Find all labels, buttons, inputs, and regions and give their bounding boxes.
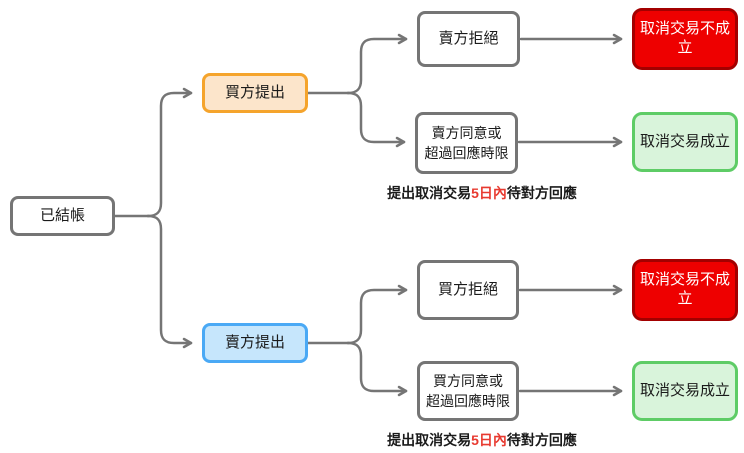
connector-seller-propose-to-buyer-agree: [346, 341, 408, 397]
node-label: 賣方拒絕: [438, 29, 499, 47]
node-label: 取消交易成立: [639, 132, 730, 150]
connector-seller-propose-to-buyer-reject: [346, 284, 408, 345]
node-label: 取消交易不成立: [639, 271, 730, 307]
node-seller-reject: 賣方拒絕: [417, 11, 520, 67]
node-label: 買方拒絕: [437, 280, 498, 298]
node-root-settled: 已結帳: [10, 196, 115, 236]
node-label-line1: 賣方同意或: [431, 124, 502, 141]
node-cancel-success-top: 取消交易成立: [632, 112, 738, 172]
connector-root-to-seller-propose: [146, 214, 193, 349]
note-prefix: 提出取消交易: [387, 185, 472, 201]
node-label: 取消交易不成立: [639, 20, 730, 56]
node-label-line1: 買方同意或: [433, 372, 503, 389]
node-label-line2: 超過回應時限: [426, 393, 510, 409]
node-cancel-success-bottom: 取消交易成立: [632, 361, 738, 421]
note-highlight: 5日內: [471, 432, 507, 448]
note-highlight: 5日內: [471, 185, 507, 201]
node-cancel-fail-top: 取消交易不成立: [632, 8, 738, 70]
node-label: 取消交易成立: [639, 381, 730, 399]
node-label: 買方提出: [224, 83, 285, 101]
node-seller-agree-or-timeout: 賣方同意或 超過回應時限: [415, 112, 518, 174]
connector-buyer-propose-to-seller-agree: [346, 91, 406, 148]
node-buyer-reject: 買方拒絕: [417, 260, 519, 320]
note-suffix: 待對方回應: [506, 185, 577, 201]
node-label: 賣方提出: [224, 333, 285, 351]
connector-buyer-propose-to-seller-reject: [346, 33, 408, 95]
note-response-deadline-top: 提出取消交易5日內待對方回應: [352, 183, 612, 203]
node-label: 已結帳: [39, 206, 85, 224]
node-buyer-agree-or-timeout: 買方同意或 超過回應時限: [417, 361, 519, 421]
node-seller-propose: 賣方提出: [202, 323, 308, 363]
note-prefix: 提出取消交易: [387, 432, 472, 448]
note-response-deadline-bottom: 提出取消交易5日內待對方回應: [352, 430, 612, 450]
note-suffix: 待對方回應: [506, 432, 577, 448]
connector-root-to-buyer-propose: [146, 87, 193, 218]
node-label-line2: 超過回應時限: [424, 145, 509, 161]
node-cancel-fail-bottom: 取消交易不成立: [632, 259, 738, 321]
node-buyer-propose: 買方提出: [202, 73, 308, 113]
